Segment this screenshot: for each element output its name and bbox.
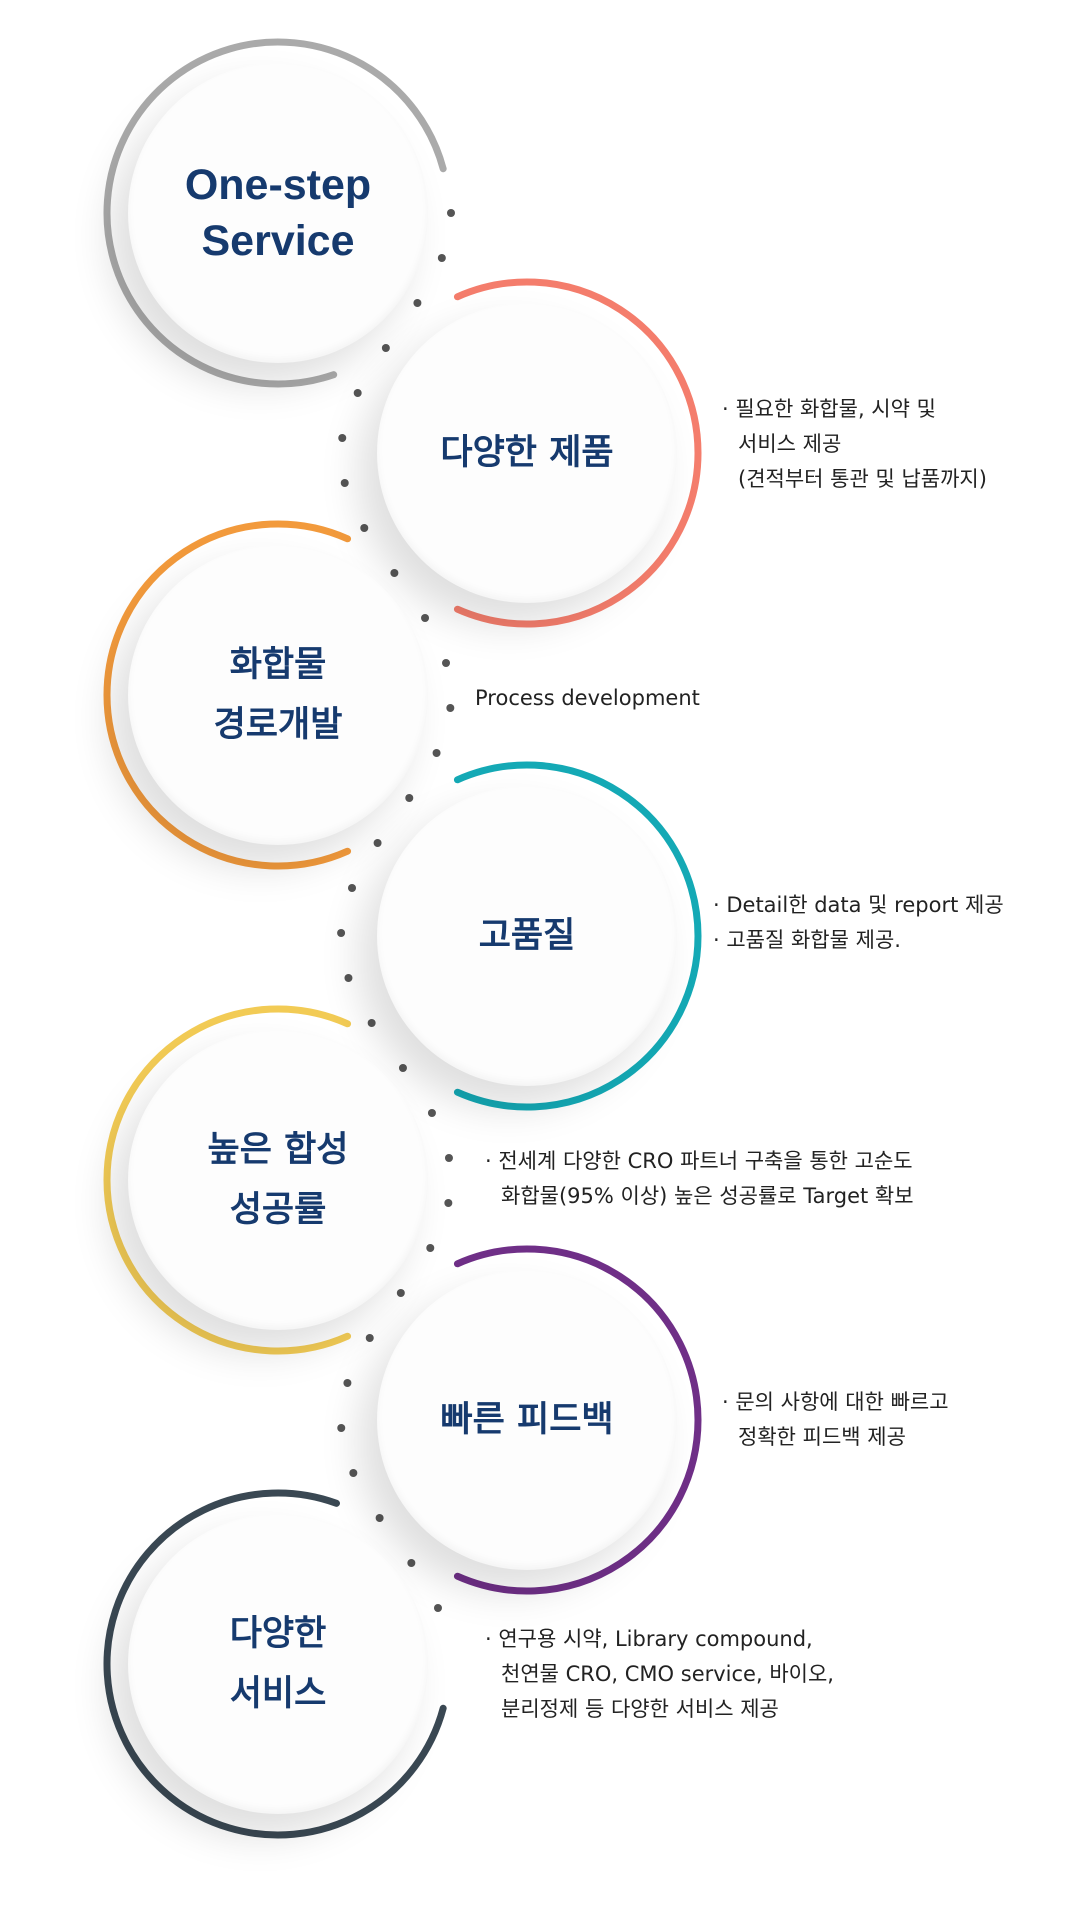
description-line: 분리정제 등 다양한 서비스 제공 [501, 1697, 779, 1721]
connector-dot [433, 1604, 442, 1612]
connector-dot [349, 1469, 358, 1477]
step-description: · 연구용 시약, Library compound, 천연물 CRO, CMO … [485, 1622, 834, 1727]
step-circle: 빠른 피드백 [377, 1270, 677, 1570]
step-ring-arc [103, 1005, 352, 1355]
step-title: 고품질 [478, 916, 576, 956]
connector-dot [344, 974, 353, 982]
description-line: · 문의 사항에 대한 빠르고 [722, 1390, 949, 1414]
connector-dot [343, 1379, 352, 1387]
step-ring-arc [103, 38, 447, 388]
step-ring-arc [453, 761, 702, 1111]
step-ring-arc [103, 520, 352, 870]
connector-dot [405, 794, 414, 802]
step-title: 화합물 [229, 645, 327, 685]
description-line: · Detail한 data 및 report 제공 [713, 893, 1004, 917]
description-line: · 연구용 시약, Library compound, [485, 1627, 813, 1651]
description-line: · 고품질 화합물 제공. [713, 928, 901, 952]
connector-dot [407, 1559, 416, 1567]
connector-dot [365, 1334, 374, 1342]
connector-dot [426, 1244, 435, 1252]
connector-dot [447, 209, 455, 217]
connector-dot [337, 1424, 346, 1432]
connector-dot [338, 434, 347, 442]
step-circle: 고품질 [377, 786, 677, 1086]
connector-dot [442, 659, 451, 667]
description-line: 정확한 피드백 제공 [738, 1425, 906, 1449]
connector-dot [444, 1199, 453, 1207]
connector-dot [396, 1289, 405, 1297]
step-description: · Detail한 data 및 report 제공 · 고품질 화합물 제공. [713, 888, 1004, 958]
connector-dot [390, 569, 399, 577]
connector-dot [353, 389, 362, 397]
step-ring-arc [453, 1245, 702, 1595]
description-line: Process development [475, 686, 700, 710]
connector-dot [427, 1109, 436, 1117]
connector-dot [367, 1019, 376, 1027]
connector-dot [398, 1064, 407, 1072]
connector-dot [432, 749, 441, 757]
step-description: Process development [475, 681, 700, 716]
connector-dot [375, 1514, 384, 1522]
description-line: · 필요한 화합물, 시약 및 [722, 397, 936, 421]
connector-dot [337, 929, 346, 937]
connector-dot [381, 344, 390, 352]
step-title: Service [201, 217, 355, 265]
description-line: · 전세계 다양한 CRO 파트너 구축을 통한 고순도 [485, 1149, 913, 1173]
description-line: 서비스 제공 [738, 432, 842, 456]
step-ring-arc [453, 278, 702, 628]
step-ring-arc [103, 1489, 447, 1839]
step-title: 높은 합성 [207, 1130, 349, 1170]
step-title: 경로개발 [213, 705, 343, 745]
step-title: 빠른 피드백 [440, 1400, 614, 1440]
connector-dot [340, 479, 349, 487]
connector-dot [421, 614, 430, 622]
connector-dot [373, 839, 382, 847]
connector-dot [446, 704, 455, 712]
step-circle: 다양한 제품 [377, 303, 677, 603]
connector-dot [437, 254, 446, 262]
step-title: 다양한 제품 [440, 433, 614, 473]
description-line: 화합물(95% 이상) 높은 성공률로 Target 확보 [501, 1184, 914, 1208]
step-title: One-step [184, 161, 372, 209]
connector-dot [413, 299, 422, 307]
description-line: 천연물 CRO, CMO service, 바이오, [501, 1662, 834, 1686]
connector-dot [444, 1154, 453, 1162]
step-title: 서비스 [229, 1674, 327, 1714]
connector-dot [348, 884, 357, 892]
description-line: (견적부터 통관 및 납품까지) [738, 467, 987, 491]
step-title: 다양한 [229, 1614, 327, 1654]
connector-dot [360, 524, 369, 532]
step-title: 성공률 [229, 1190, 327, 1230]
